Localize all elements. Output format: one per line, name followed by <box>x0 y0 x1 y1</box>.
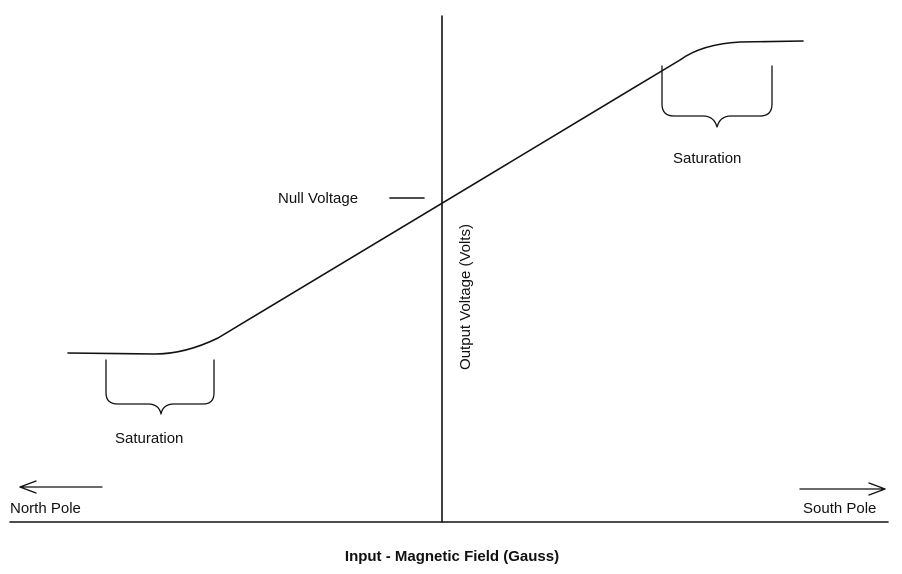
null-voltage-label: Null Voltage <box>278 190 358 207</box>
south-pole-arrow-icon <box>799 482 886 496</box>
x-axis-label: Input - Magnetic Field (Gauss) <box>345 548 559 565</box>
transfer-curve <box>67 40 804 355</box>
north-pole-arrow-icon <box>19 480 103 494</box>
y-axis-label: Output Voltage (Volts) <box>457 224 474 370</box>
saturation-low-label: Saturation <box>115 430 183 447</box>
north-pole-label: North Pole <box>10 500 81 517</box>
saturation-low-brace <box>105 359 215 415</box>
south-pole-label: South Pole <box>803 500 876 517</box>
saturation-high-brace <box>661 65 773 128</box>
saturation-high-label: Saturation <box>673 150 741 167</box>
